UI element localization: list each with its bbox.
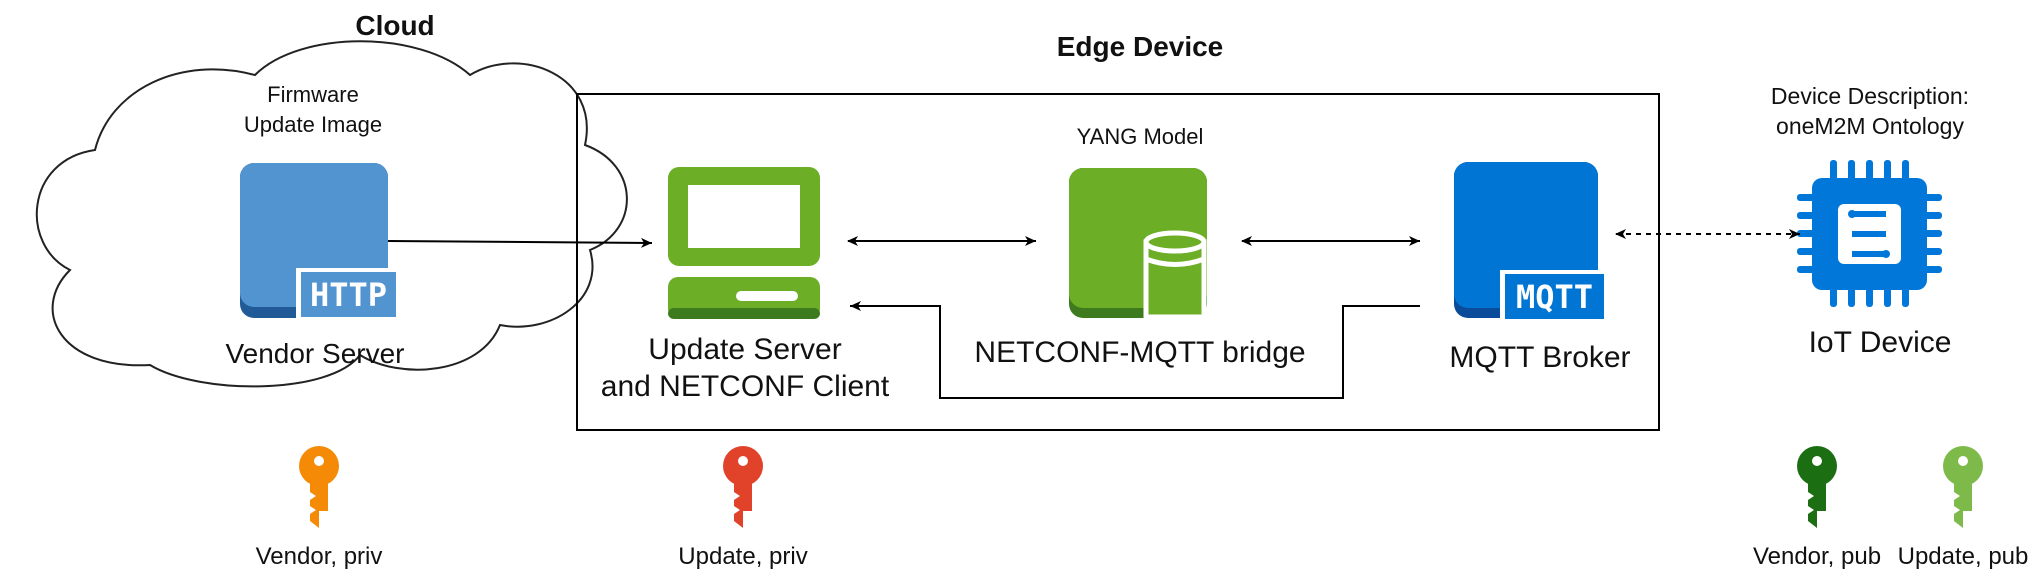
http-badge: HTTP xyxy=(309,276,388,314)
key-label-update-priv: Update, priv xyxy=(678,543,808,570)
http-to-update-arrow xyxy=(387,237,653,248)
database-icon xyxy=(1069,168,1207,320)
key-icon xyxy=(299,446,339,528)
yang-model-label: YANG Model xyxy=(1076,124,1204,149)
key-label-vendor-pub: Vendor, pub xyxy=(1752,543,1882,570)
update-server-label-line2: and NETCONF Client xyxy=(600,370,890,403)
edge-device-box xyxy=(576,93,1660,431)
iot-device-label: IoT Device xyxy=(1808,326,1952,359)
device-description-line2: oneM2M Ontology xyxy=(1776,113,1964,139)
firmware-label-line1: Firmware xyxy=(267,82,359,107)
firmware-label-line2: Update Image xyxy=(243,112,383,137)
broker-label: MQTT Broker xyxy=(1449,341,1631,374)
desktop-computer-icon xyxy=(668,167,820,319)
key-icon xyxy=(1797,446,1837,528)
key-label-update-pub: Update, pub xyxy=(1897,543,2029,570)
key-icon xyxy=(1943,446,1983,528)
broker-to-update-loop xyxy=(850,301,1420,399)
chip-icon xyxy=(1797,160,1942,307)
key-icon xyxy=(723,446,763,528)
mqtt-badge: MQTT xyxy=(1515,278,1594,316)
mqtt-broker-icon xyxy=(1454,162,1608,323)
update-server-label-line1: Update Server xyxy=(648,333,842,366)
connectors xyxy=(387,229,1800,399)
edge-device-title: Edge Device xyxy=(1056,31,1224,62)
device-description-line1: Device Description: xyxy=(1770,83,1970,109)
http-server-icon xyxy=(240,163,400,321)
vendor-server-label: Vendor Server xyxy=(225,338,405,369)
cloud-title: Cloud xyxy=(355,10,435,41)
key-label-vendor-priv: Vendor, priv xyxy=(255,543,383,570)
bridge-label: NETCONF-MQTT bridge xyxy=(974,336,1306,369)
